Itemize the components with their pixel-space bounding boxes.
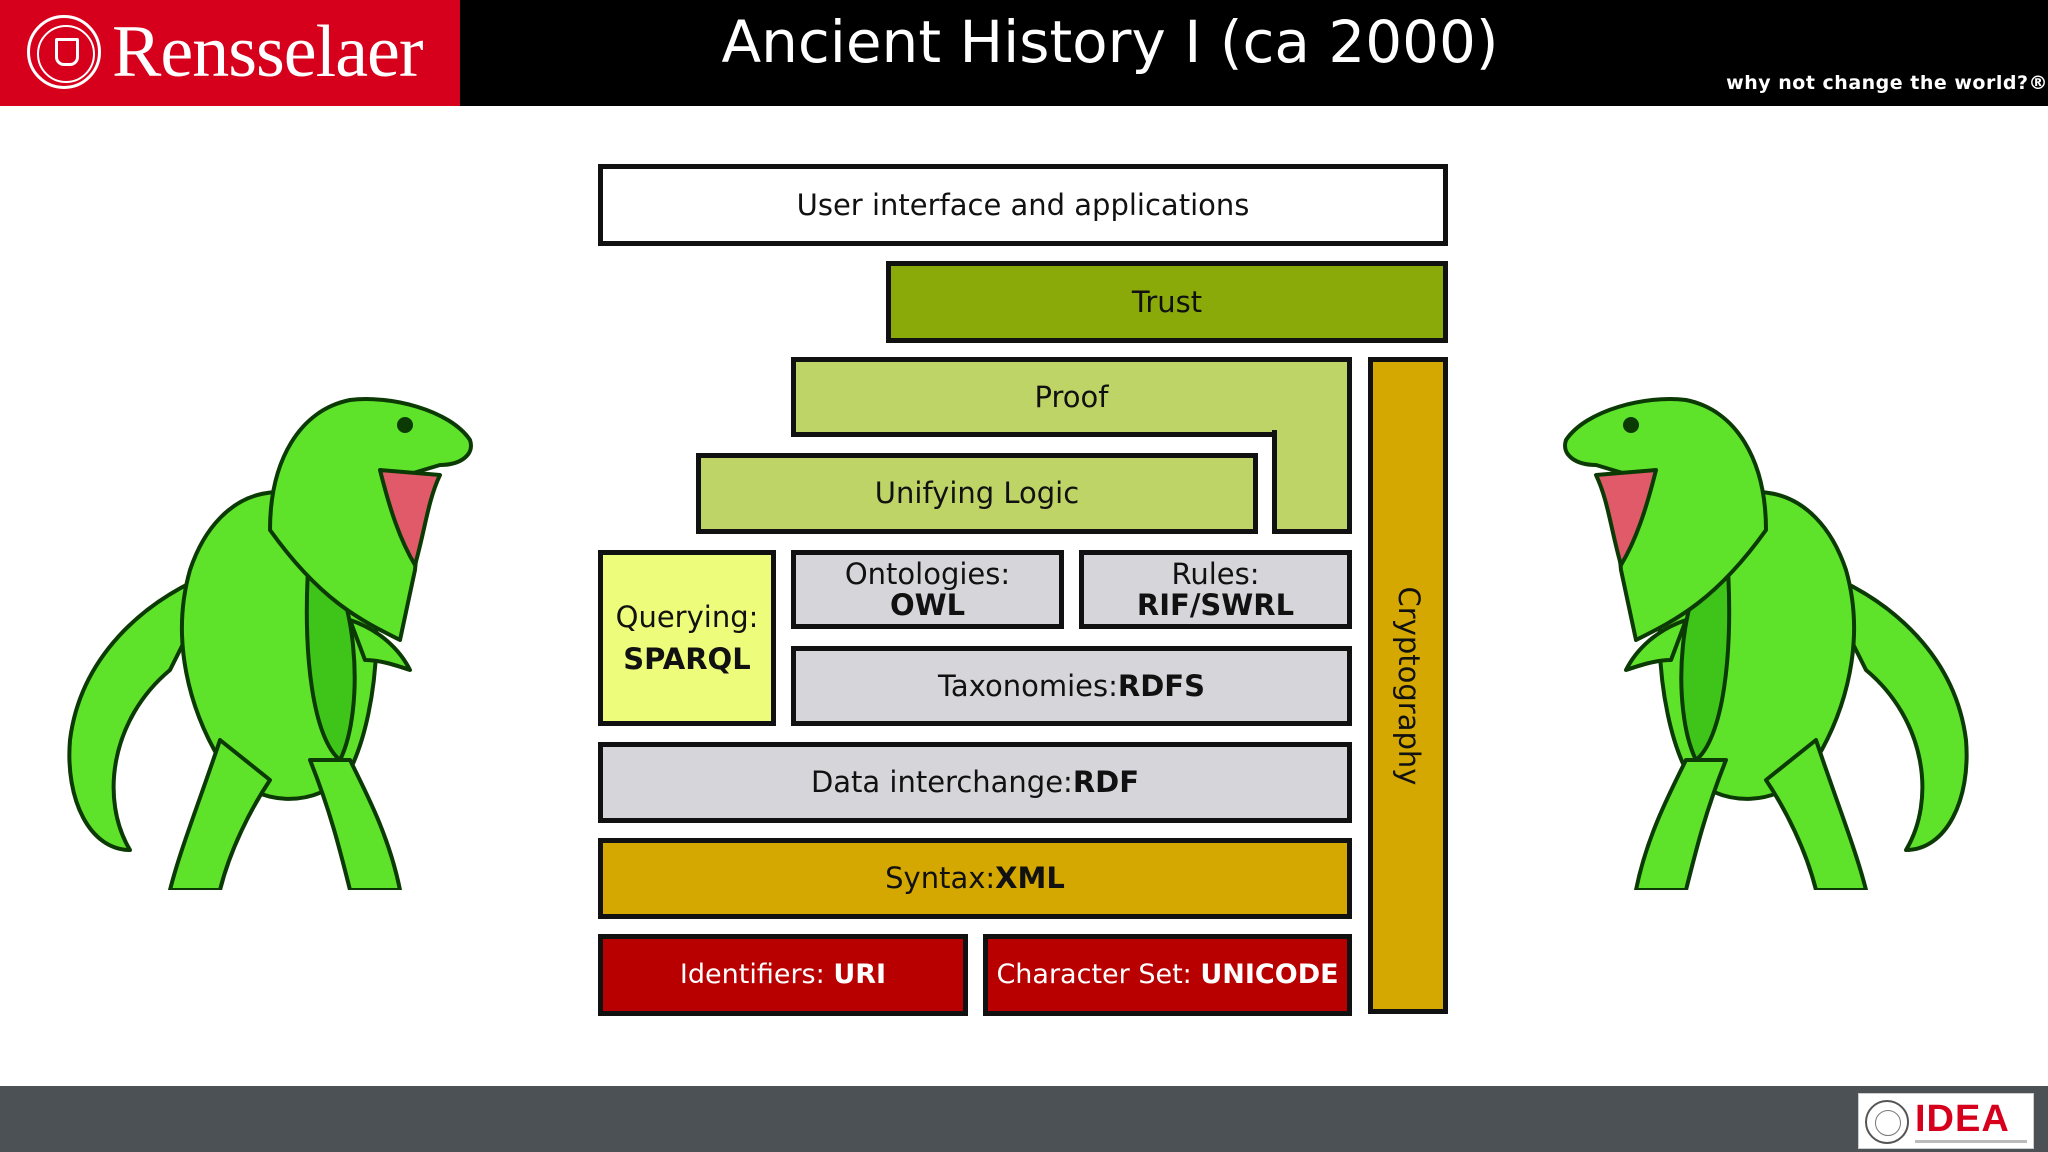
- slide-title: Ancient History I (ca 2000): [721, 8, 1499, 76]
- layer-ontologies-value: OWL: [889, 587, 966, 622]
- layer-unifying-logic: Unifying Logic: [696, 453, 1258, 534]
- layer-taxonomies-label: Taxonomies:: [938, 668, 1118, 703]
- layer-identifiers: Identifiers: URI: [598, 934, 968, 1016]
- layer-character-set-value: UNICODE: [1200, 958, 1339, 990]
- layer-data-interchange: Data interchange: RDF: [598, 742, 1352, 823]
- layer-user-interface-label: User interface and applications: [796, 187, 1250, 222]
- layer-character-set: Character Set: UNICODE: [983, 934, 1352, 1016]
- layer-syntax-value: XML: [995, 861, 1065, 896]
- layer-taxonomies-value: RDFS: [1117, 668, 1205, 703]
- seal-icon: [27, 15, 101, 89]
- layer-ontologies-label: Ontologies:: [844, 557, 1011, 592]
- layer-identifiers-value: URI: [833, 958, 887, 990]
- footer-bar: [0, 1086, 2048, 1152]
- dinosaur-right-icon: [1563, 397, 1969, 890]
- layer-proof: Proof: [791, 357, 1352, 437]
- layer-syntax: Syntax: XML: [598, 838, 1352, 919]
- layer-unifying-logic-label: Unifying Logic: [874, 476, 1080, 511]
- layer-querying-label: Querying:: [615, 599, 759, 634]
- layer-trust: Trust: [886, 261, 1448, 343]
- layer-syntax-label: Syntax:: [885, 861, 996, 896]
- layer-taxonomies: Taxonomies: RDFS: [791, 646, 1352, 726]
- layer-querying-value: SPARQL: [623, 642, 751, 676]
- layer-cryptography-label: Cryptography: [1392, 586, 1426, 786]
- brand-name: Rensselaer: [112, 11, 424, 93]
- layer-data-interchange-value: RDF: [1072, 765, 1140, 800]
- idea-seal-icon: [1865, 1100, 1909, 1144]
- layer-proof-extension: [1272, 430, 1352, 534]
- idea-logo-text: IDEA: [1915, 1098, 2010, 1140]
- layer-cryptography: [1368, 357, 1448, 1014]
- tagline: why not change the world?®: [1726, 72, 2048, 94]
- layer-proof-label: Proof: [1034, 379, 1109, 414]
- layer-character-set-label: Character Set:: [996, 958, 1192, 990]
- layer-rules-value: RIF/SWRL: [1136, 587, 1295, 622]
- layer-identifiers-label: Identifiers:: [679, 958, 825, 990]
- layer-data-interchange-label: Data interchange:: [810, 765, 1073, 800]
- layer-querying: Querying: SPARQL: [598, 550, 776, 726]
- rensselaer-logo: Rensselaer: [0, 0, 460, 106]
- idea-logo: IDEA: [1858, 1093, 2034, 1149]
- layer-rules: Rules: RIF/SWRL: [1079, 550, 1352, 629]
- dinosaur-left-icon: [67, 397, 473, 890]
- layer-rules-label: Rules:: [1171, 557, 1260, 592]
- layer-trust-label: Trust: [1131, 284, 1203, 319]
- layer-user-interface: User interface and applications: [598, 164, 1448, 246]
- layer-ontologies: Ontologies: OWL: [791, 550, 1064, 629]
